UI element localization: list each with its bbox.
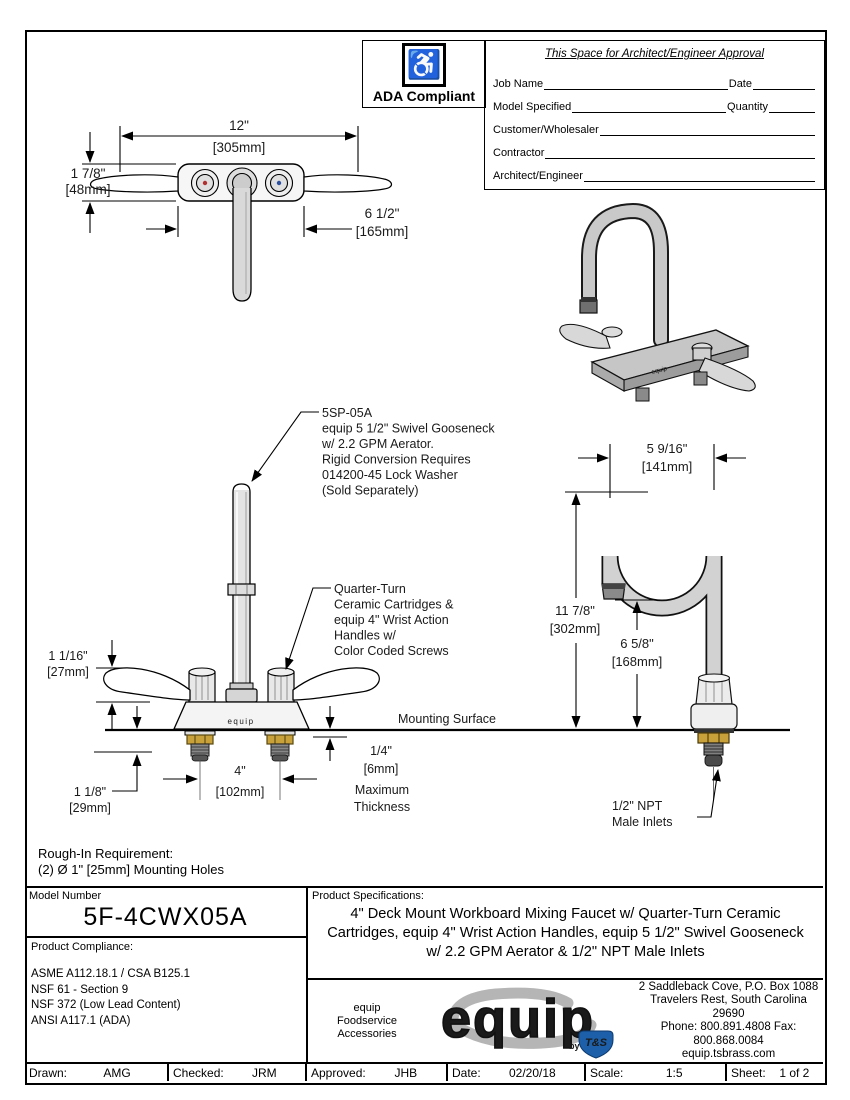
approved-cell: Approved: JHB (307, 1064, 448, 1081)
model-specified-label: Model Specified (493, 101, 572, 113)
brand-cell: equip Foodservice Accessories equip by T… (308, 980, 823, 1062)
ts-shield-logo: T&S (578, 1030, 614, 1059)
compliance-list: ASME A112.18.1 / CSA B125.1 NSF 61 - Sec… (31, 967, 300, 1029)
drawn-label: Drawn: (29, 1065, 68, 1080)
wheelchair-icon-frame: ♿ (402, 43, 446, 87)
date-blank (753, 77, 815, 90)
brand-tagline: equip Foodservice Accessories (308, 1002, 426, 1041)
ts-logo-text: T&S (585, 1037, 608, 1049)
approval-row-contractor: Contractor (493, 136, 816, 159)
compliance-item: ANSI A117.1 (ADA) (31, 1014, 131, 1027)
approved-value: JHB (394, 1065, 418, 1080)
address-line: Travelers Rest, South Carolina 29690 (650, 994, 807, 1020)
approval-row-architect: Architect/Engineer (493, 159, 816, 182)
architect-label: Architect/Engineer (493, 170, 583, 182)
wheelchair-icon: ♿ (406, 49, 442, 80)
drawn-value: AMG (103, 1065, 131, 1080)
title-block: Model Number 5F-4CWX05A Product Complian… (25, 886, 823, 1081)
quantity-label: Quantity (727, 101, 768, 113)
drawn-cell: Drawn: AMG (25, 1064, 169, 1081)
model-number-label: Model Number (29, 890, 102, 902)
date-cell: Date: 02/20/18 (448, 1064, 586, 1081)
checked-label: Checked: (173, 1065, 224, 1080)
scale-cell: Scale: 1:5 (586, 1064, 727, 1081)
company-address: 2 Saddleback Cove, P.O. Box 1088 Travele… (634, 981, 823, 1062)
by-label: by (569, 1041, 580, 1051)
model-number-cell: Model Number 5F-4CWX05A (25, 888, 308, 938)
job-name-label: Job Name (493, 78, 544, 90)
checked-cell: Checked: JRM (169, 1064, 307, 1081)
tagline-line: Foodservice (337, 1014, 397, 1027)
compliance-item: ASME A112.18.1 / CSA B125.1 (31, 968, 190, 980)
sheet-label: Sheet: (731, 1065, 766, 1080)
address-line: 2 Saddleback Cove, P.O. Box 1088 (638, 980, 819, 993)
product-specifications-text: 4" Deck Mount Workboard Mixing Faucet w/… (327, 906, 804, 960)
approved-label: Approved: (311, 1065, 366, 1080)
revision-row: Drawn: AMG Checked: JRM Approved: JHB Da… (25, 1062, 823, 1081)
approval-box: This Space for Architect/Engineer Approv… (484, 40, 825, 190)
rough-in-line1: Rough-In Requirement: (38, 846, 174, 861)
rough-in-line2: (2) Ø 1" [25mm] Mounting Holes (38, 861, 224, 877)
page-border (25, 30, 827, 1085)
contractor-blank (545, 146, 815, 159)
checked-value: JRM (252, 1065, 277, 1080)
compliance-item: NSF 372 (Low Lead Content) (31, 999, 181, 1011)
job-name-blank (544, 77, 728, 90)
product-compliance-cell: Product Compliance: ASME A112.18.1 / CSA… (25, 938, 308, 1062)
model-specified-blank (572, 100, 727, 113)
approval-row-model: Model Specified Quantity (493, 90, 816, 113)
quantity-blank (769, 100, 815, 113)
equip-logo-text: equip (441, 989, 595, 1049)
sheet-value: 1 of 2 (779, 1065, 810, 1080)
date-field-label: Date: (452, 1065, 481, 1080)
date-label: Date (728, 78, 752, 90)
compliance-item: NSF 61 - Section 9 (31, 983, 129, 996)
tagline-line: equip (353, 1001, 381, 1014)
approval-row-customer: Customer/Wholesaler (493, 113, 816, 136)
approval-row-job: Job Name Date (493, 67, 816, 90)
ada-compliance-block: ♿ ADA Compliant (362, 40, 486, 108)
address-line: Phone: 800.891.4808 Fax: 800.868.0084 (660, 1021, 797, 1047)
approval-title: This Space for Architect/Engineer Approv… (544, 48, 765, 60)
equip-logo: equip by T&S (440, 987, 614, 1059)
ada-compliant-label: ADA Compliant (372, 88, 476, 104)
architect-blank (583, 169, 815, 182)
date-value: 02/20/18 (508, 1065, 556, 1080)
sheet-cell: Sheet: 1 of 2 (727, 1064, 823, 1081)
product-specifications-cell: Product Specifications: 4" Deck Mount Wo… (308, 888, 823, 980)
customer-label: Customer/Wholesaler (493, 124, 599, 136)
scale-value: 1:5 (665, 1065, 683, 1080)
product-specifications-label: Product Specifications: (312, 890, 424, 902)
rough-in-note: Rough-In Requirement: (2) Ø 1" [25mm] Mo… (38, 846, 224, 877)
address-line: equip.tsbrass.com (681, 1048, 776, 1060)
customer-blank (599, 123, 815, 136)
scale-label: Scale: (590, 1065, 624, 1080)
contractor-label: Contractor (493, 147, 545, 159)
product-compliance-label: Product Compliance: (31, 941, 134, 953)
model-number-value: 5F-4CWX05A (83, 903, 248, 931)
tagline-line: Accessories (337, 1027, 397, 1040)
